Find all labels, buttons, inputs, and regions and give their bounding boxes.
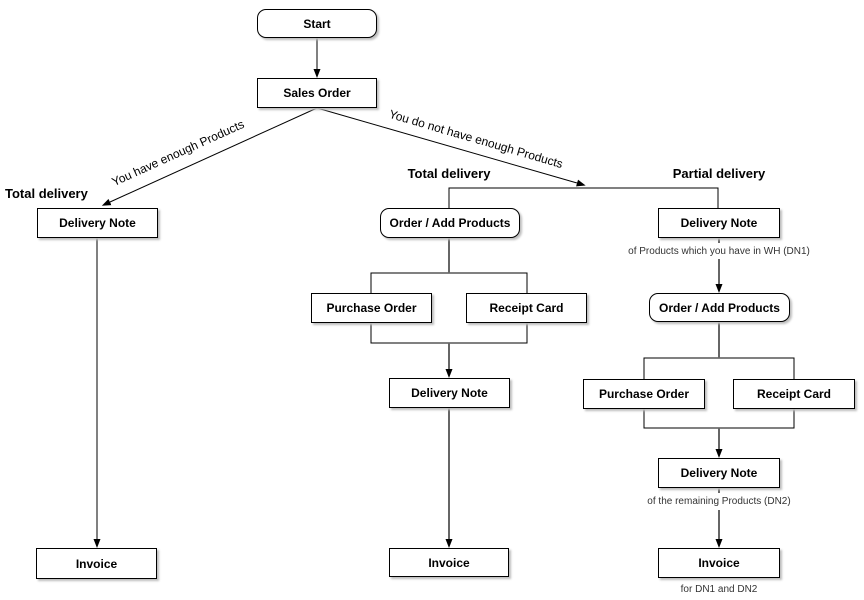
annotation-dn2: of the remaining Products (DN2) [647, 496, 791, 507]
node-receipt-card-right: Receipt Card [733, 379, 855, 409]
node-purchase-order-mid: Purchase Order [311, 293, 432, 323]
annotation-invoice-note: for DN1 and DN2 [680, 584, 758, 595]
edge-have-enough-arrow [101, 107, 318, 206]
node-invoice-mid: Invoice [389, 548, 509, 577]
node-start: Start [257, 9, 377, 38]
annotation-dn1: of Products which you have in WH (DN1) [628, 246, 810, 257]
node-delivery-note-right-2: Delivery Note [658, 458, 780, 488]
node-sales-order: Sales Order [257, 78, 377, 108]
node-delivery-note-right-1: Delivery Note [658, 208, 780, 238]
edge-distribution-line [448, 187, 719, 208]
edge-not-enough-arrow [316, 107, 586, 187]
node-invoice-left: Invoice [36, 548, 157, 579]
node-order-add-products-right: Order / Add Products [649, 293, 790, 322]
branch-label-total-delivery-left: Total delivery [5, 186, 88, 201]
branch-label-total-delivery-mid: Total delivery [407, 166, 491, 181]
node-receipt-card-mid: Receipt Card [466, 293, 587, 323]
node-purchase-order-right: Purchase Order [583, 379, 705, 409]
node-invoice-right: Invoice [658, 548, 780, 578]
node-delivery-note-left: Delivery Note [37, 208, 158, 238]
node-delivery-note-mid: Delivery Note [389, 378, 510, 408]
branch-label-partial-delivery: Partial delivery [672, 166, 766, 181]
node-order-add-products-mid: Order / Add Products [380, 208, 520, 238]
